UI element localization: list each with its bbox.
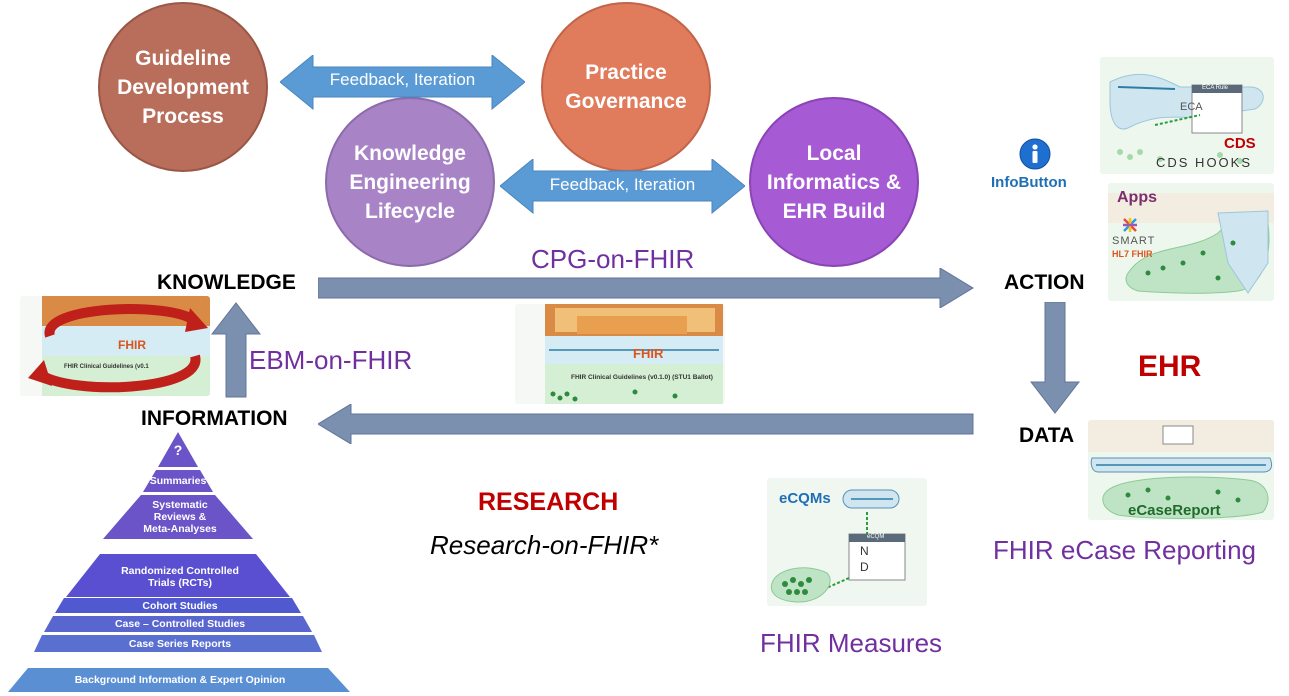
ecasereport-thumbnail: eCaseReport xyxy=(1088,420,1274,520)
feedback-arrow-top xyxy=(280,55,525,110)
cpg-on-fhir-label: CPG-on-FHIR xyxy=(531,244,695,274)
knowledge-engineering-circle: Knowledge Engineering Lifecycle xyxy=(325,97,495,267)
feedback-label-top: Feedback, Iteration xyxy=(329,70,476,89)
ebm-caption: FHIR Clinical Guidelines (v0.1 xyxy=(64,364,149,370)
ebm-fhir-logo: FHIR xyxy=(118,338,146,352)
cpg-fhir-logo: FHIR xyxy=(633,346,664,361)
pyramid-systematic-reviews: Systematic Reviews & Meta-Analyses xyxy=(143,499,217,535)
pyramid-case-control: Case – Controlled Studies xyxy=(114,618,246,630)
feedback-arrow-mid xyxy=(500,159,745,214)
ecqm-table-title: eCQM xyxy=(867,534,885,540)
practice-governance-circle: Practice Governance xyxy=(541,2,711,172)
apps-thumbnail: Apps SMART HL7 FHIR xyxy=(1108,183,1274,301)
pyramid-case-series: Case Series Reports xyxy=(128,637,232,650)
ehr-label: EHR xyxy=(1138,350,1202,383)
hl7-fhir-label: HL7 FHIR xyxy=(1112,249,1153,259)
data-label: DATA xyxy=(1019,424,1075,447)
local-informatics-circle: Local Informatics & EHR Build xyxy=(749,97,919,267)
guideline-development-circle: Guideline Development Process xyxy=(98,2,268,172)
ecqms-label: eCQMs xyxy=(779,490,831,507)
research-on-fhir-label: Research-on-FHIR* xyxy=(430,530,659,560)
evidence-pyramid xyxy=(8,432,350,692)
pyramid-rct: Randomized Controlled Trials (RCTs) xyxy=(121,564,239,589)
knowledge-to-action-arrow xyxy=(318,268,974,308)
research-label: RESEARCH xyxy=(478,488,619,516)
eca-rule-title: ECA Rule xyxy=(1202,85,1229,91)
ecqm-thumbnail: eCQMs eCQM N D xyxy=(767,478,927,606)
d-label: D xyxy=(860,560,869,574)
cpg-thumbnail: FHIR FHIR Clinical Guidelines (v0.1.0) (… xyxy=(515,304,725,404)
cds-label: CDS xyxy=(1224,135,1256,152)
cds-hooks-label: CDS HOOKS xyxy=(1156,155,1253,170)
cpg-caption: FHIR Clinical Guidelines (v0.1.0) (STU1 … xyxy=(571,374,713,381)
smart-label: SMART xyxy=(1112,235,1156,247)
n-label: N xyxy=(860,544,869,558)
action-label: ACTION xyxy=(1004,271,1085,294)
info-icon xyxy=(1019,138,1051,170)
infobutton-label: InfoButton xyxy=(991,174,1067,191)
pyramid-question: ? xyxy=(173,442,183,458)
fhir-measures-label: FHIR Measures xyxy=(760,628,943,658)
ecasereport-label: eCaseReport xyxy=(1128,502,1221,519)
action-to-data-arrow xyxy=(1030,302,1080,414)
pyramid-cohort: Cohort Studies xyxy=(142,599,218,612)
pyramid-background: Background Information & Expert Opinion xyxy=(74,674,286,686)
data-to-information-arrow xyxy=(318,404,974,444)
feedback-label-mid: Feedback, Iteration xyxy=(549,175,696,194)
ebm-thumbnail: FHIR FHIR Clinical Guidelines (v0.1 xyxy=(20,296,210,396)
cds-thumbnail: ECA Rule ECA CDS CDS HOOKS xyxy=(1100,57,1274,174)
information-to-knowledge-arrow xyxy=(211,302,261,398)
fhir-ecase-reporting-label: FHIR eCase Reporting xyxy=(993,535,1256,565)
eca-label: ECA xyxy=(1180,101,1203,113)
information-label: INFORMATION xyxy=(141,407,288,430)
knowledge-label: KNOWLEDGE xyxy=(157,271,296,294)
apps-label: Apps xyxy=(1117,189,1157,206)
pyramid-summaries: Summaries xyxy=(149,475,207,487)
ebm-on-fhir-label: EBM-on-FHIR xyxy=(249,345,413,375)
